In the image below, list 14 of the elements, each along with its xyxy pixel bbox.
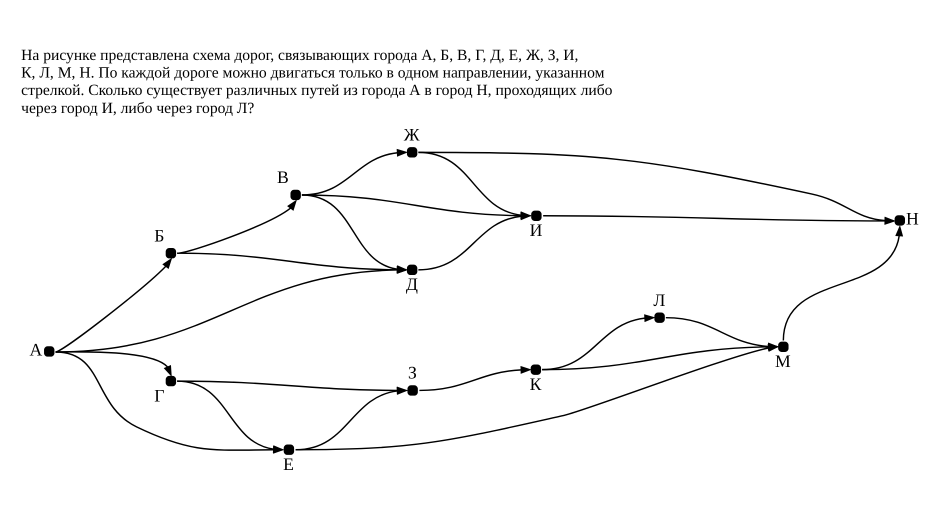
node-label: Н: [906, 208, 919, 229]
node-label: Б: [154, 225, 164, 246]
node-label: З: [408, 362, 417, 383]
node-label: Л: [653, 290, 666, 310]
node-label: Ж: [404, 124, 420, 144]
node-label: В: [276, 167, 289, 188]
node-label: Г: [154, 385, 164, 406]
node-label: Е: [283, 454, 294, 474]
diagram-title: На рисунке представлена схема дорог, связывающих города А, Б, В, Г, Д, Е, Ж, З, И, К, Л, М, Н. По каждой дороге можно двигаться только в одном направлении, указанном стрелкой. Сколько существует различных путей из города А в город Н, проходящих либо через город И, либо через город Л?: [21, 46, 612, 117]
node-label: М: [775, 351, 791, 372]
node-label: К: [530, 374, 542, 394]
node-label: И: [530, 220, 542, 240]
node-label: А: [29, 340, 42, 360]
node-label: Д: [406, 274, 418, 294]
